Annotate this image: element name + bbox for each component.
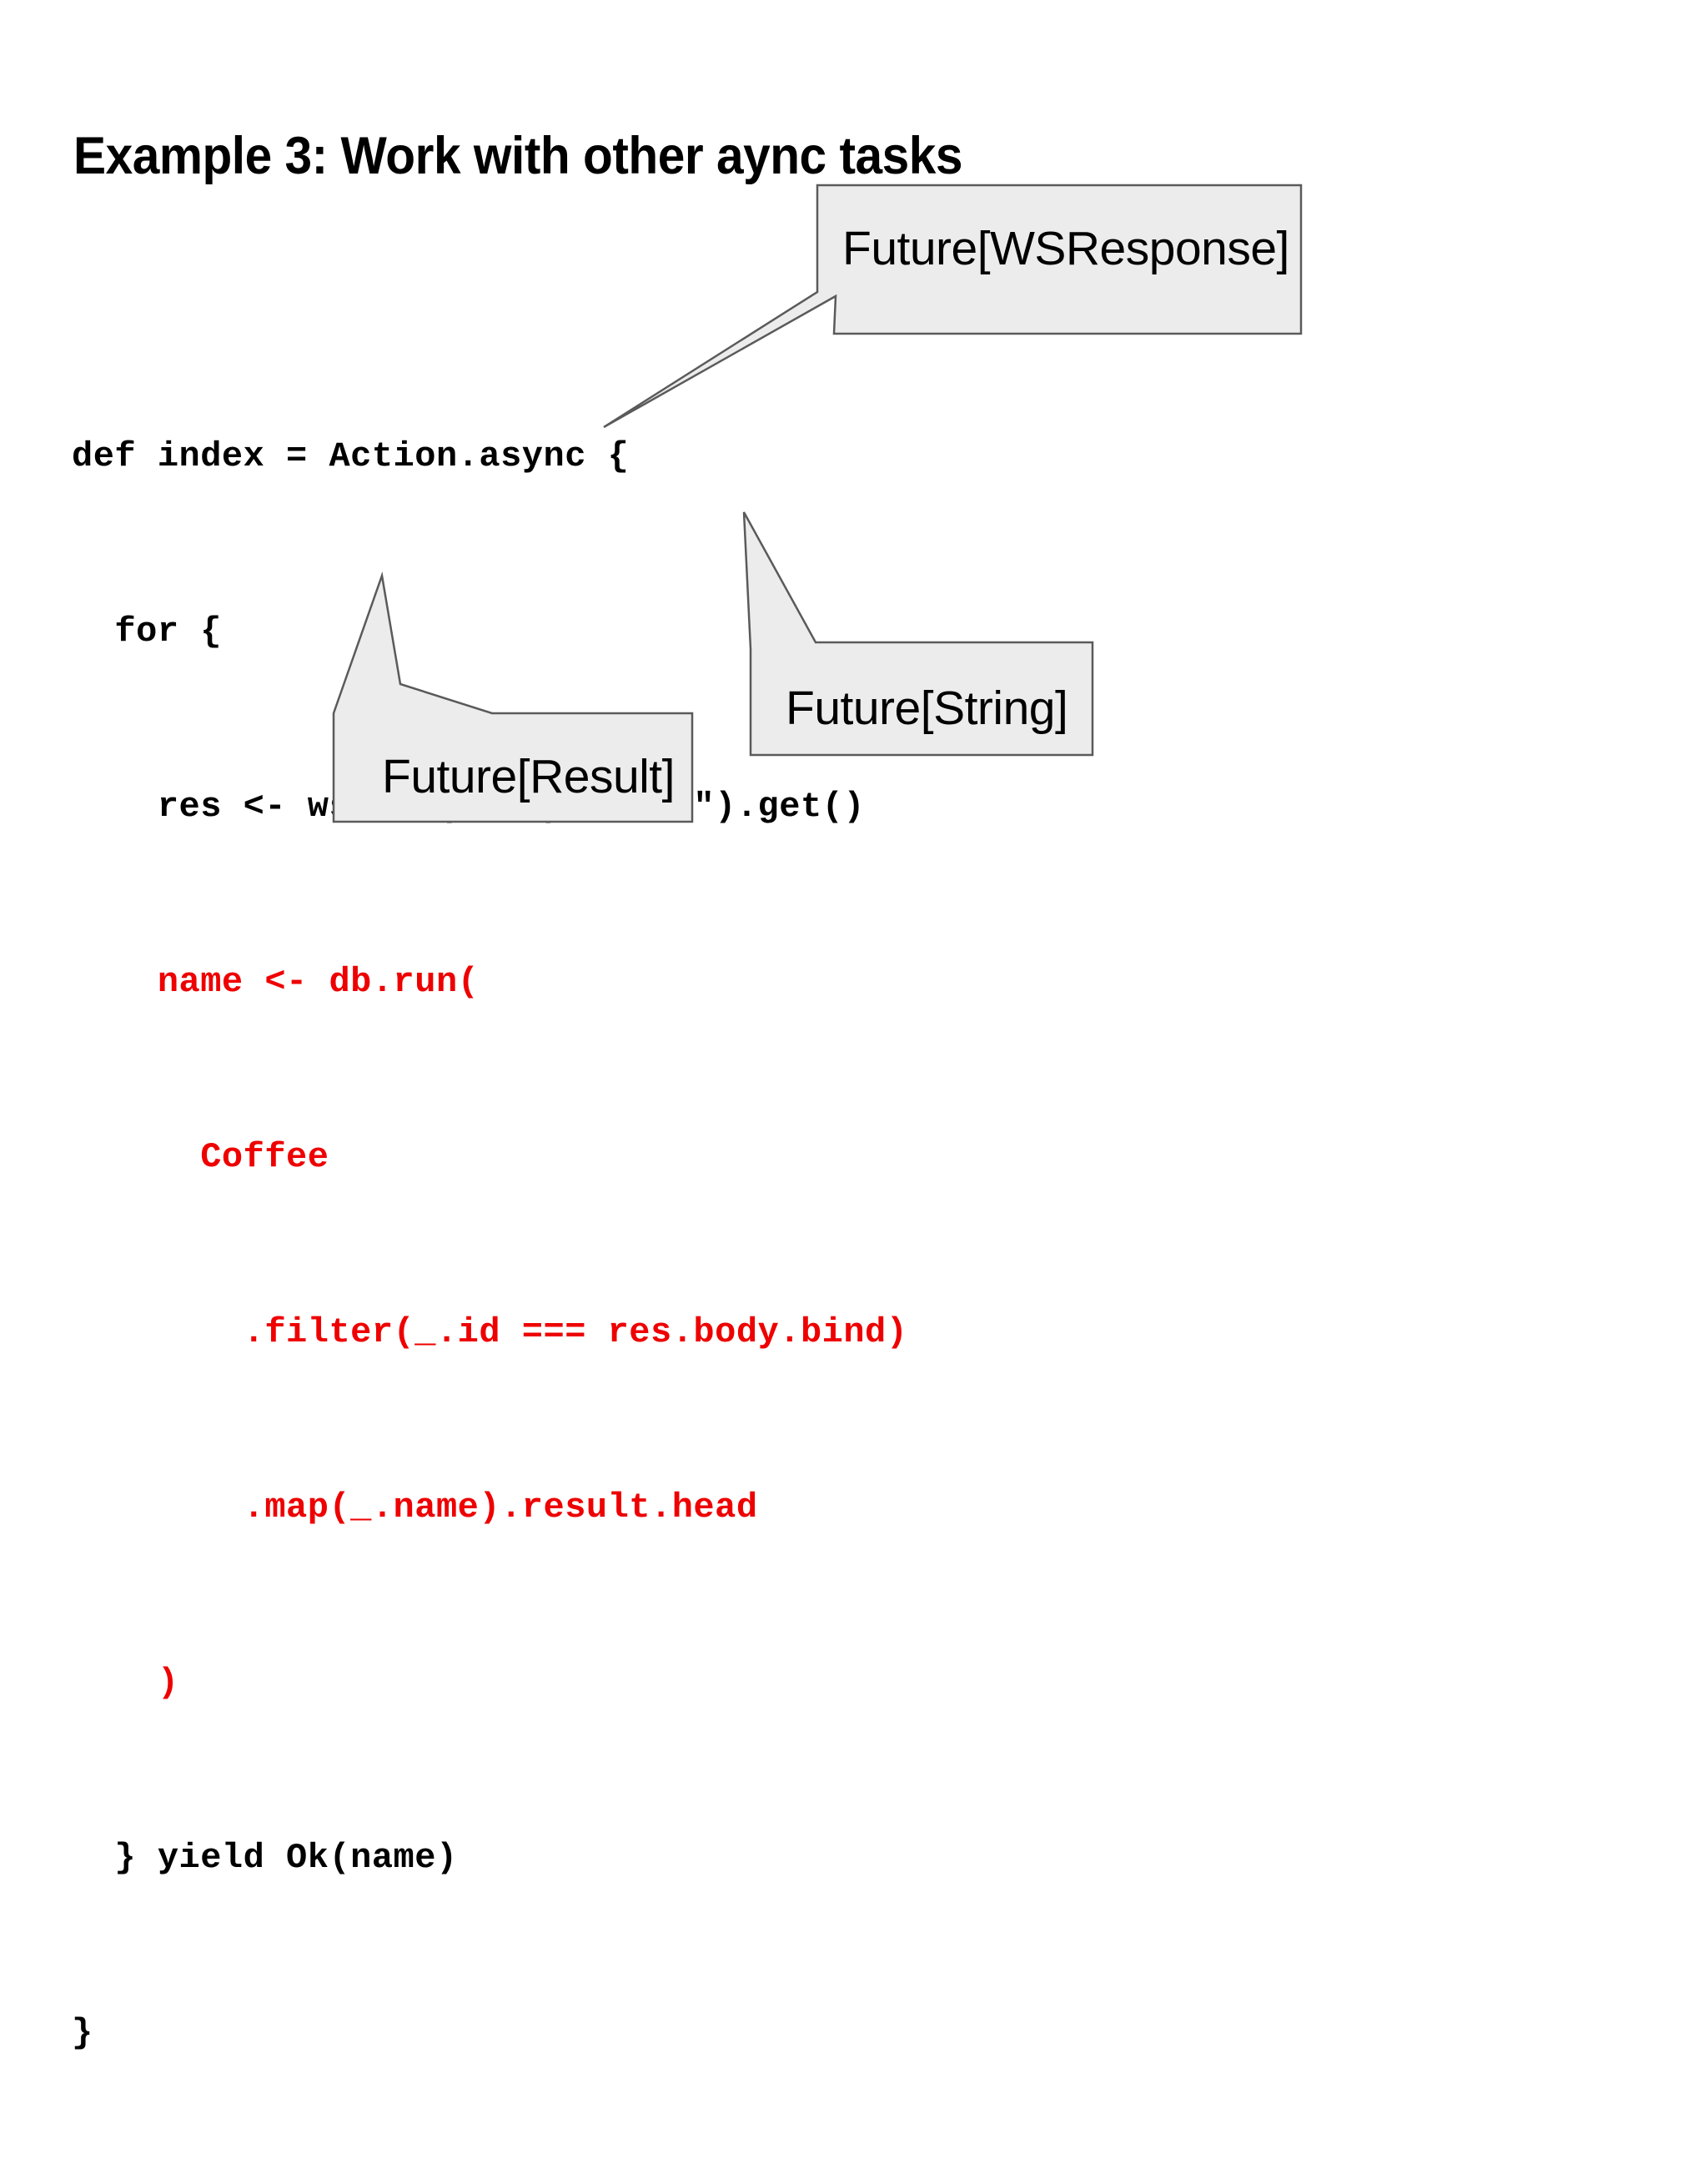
slide-canvas: Example 3: Work with other aync tasks de… (72, 127, 1303, 2053)
callout-result-label: Future[Result] (382, 750, 675, 803)
code-line: ) (72, 1663, 179, 1703)
code-line: Coffee (72, 1137, 329, 1177)
callout-string-shape (742, 511, 1094, 757)
callout-result-shape (332, 571, 694, 823)
code-line: def index = Action.async { (72, 436, 630, 476)
callout-string-label: Future[String] (786, 682, 1068, 735)
callout-wsresponse: Future[WSResponse] (603, 184, 1303, 429)
callout-wsresponse-shape (603, 184, 1303, 429)
code-line: .filter(_.id === res.body.bind) (72, 1312, 908, 1352)
code-line: name <- db.run( (72, 962, 480, 1002)
callout-wsresponse-label: Future[WSResponse] (842, 222, 1289, 275)
callout-string: Future[String] (734, 511, 1109, 776)
code-line: } yield Ok(name) (72, 1838, 458, 1878)
page-title: Example 3: Work with other aync tasks (73, 127, 962, 185)
callout-result: Future[Result] (332, 571, 709, 826)
code-line: .map(_.name).result.head (72, 1487, 758, 1527)
code-line: } (72, 2013, 93, 2053)
code-line: for { (72, 611, 222, 652)
